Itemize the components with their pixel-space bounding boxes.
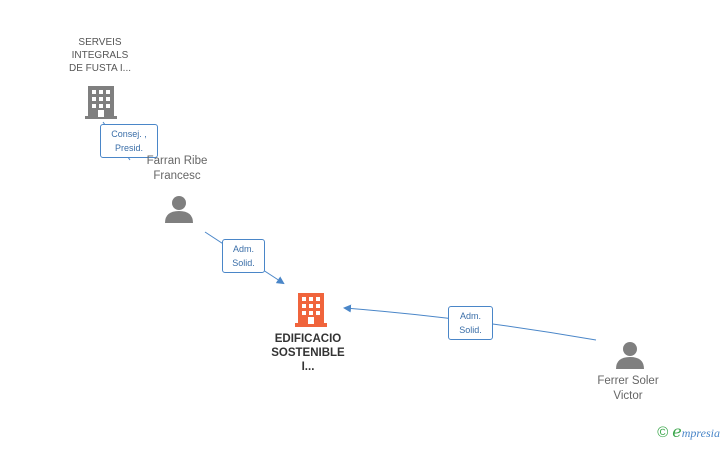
brand-footer: © empresia [657,422,720,442]
role-badge-adm-solid[interactable]: Adm. Solid. [222,239,265,273]
person-icon[interactable] [615,340,645,370]
copyright-icon: © [657,423,669,441]
brand-name: mpresia [681,426,720,440]
person-name-ferrer-soler[interactable]: Ferrer Soler Victor [597,375,659,402]
empresia-logo[interactable]: empresia [672,422,720,442]
person-name-farran-ribe[interactable]: Farran Ribe Francesc [146,155,208,182]
company-building-icon[interactable] [84,85,118,119]
main-company-name[interactable]: EDIFICACIO SOSTENIBLE I... [271,333,345,373]
role-badge-consej-presid[interactable]: Consej. , Presid. [100,124,158,158]
main-company-building-icon[interactable] [295,292,327,327]
role-badge-adm-solid[interactable]: Adm. Solid. [448,306,493,340]
person-icon[interactable] [164,194,194,224]
brand-initial: e [672,422,682,441]
company-name-serveis-integrals[interactable]: SERVEIS INTEGRALS DE FUSTA I... [68,37,132,74]
